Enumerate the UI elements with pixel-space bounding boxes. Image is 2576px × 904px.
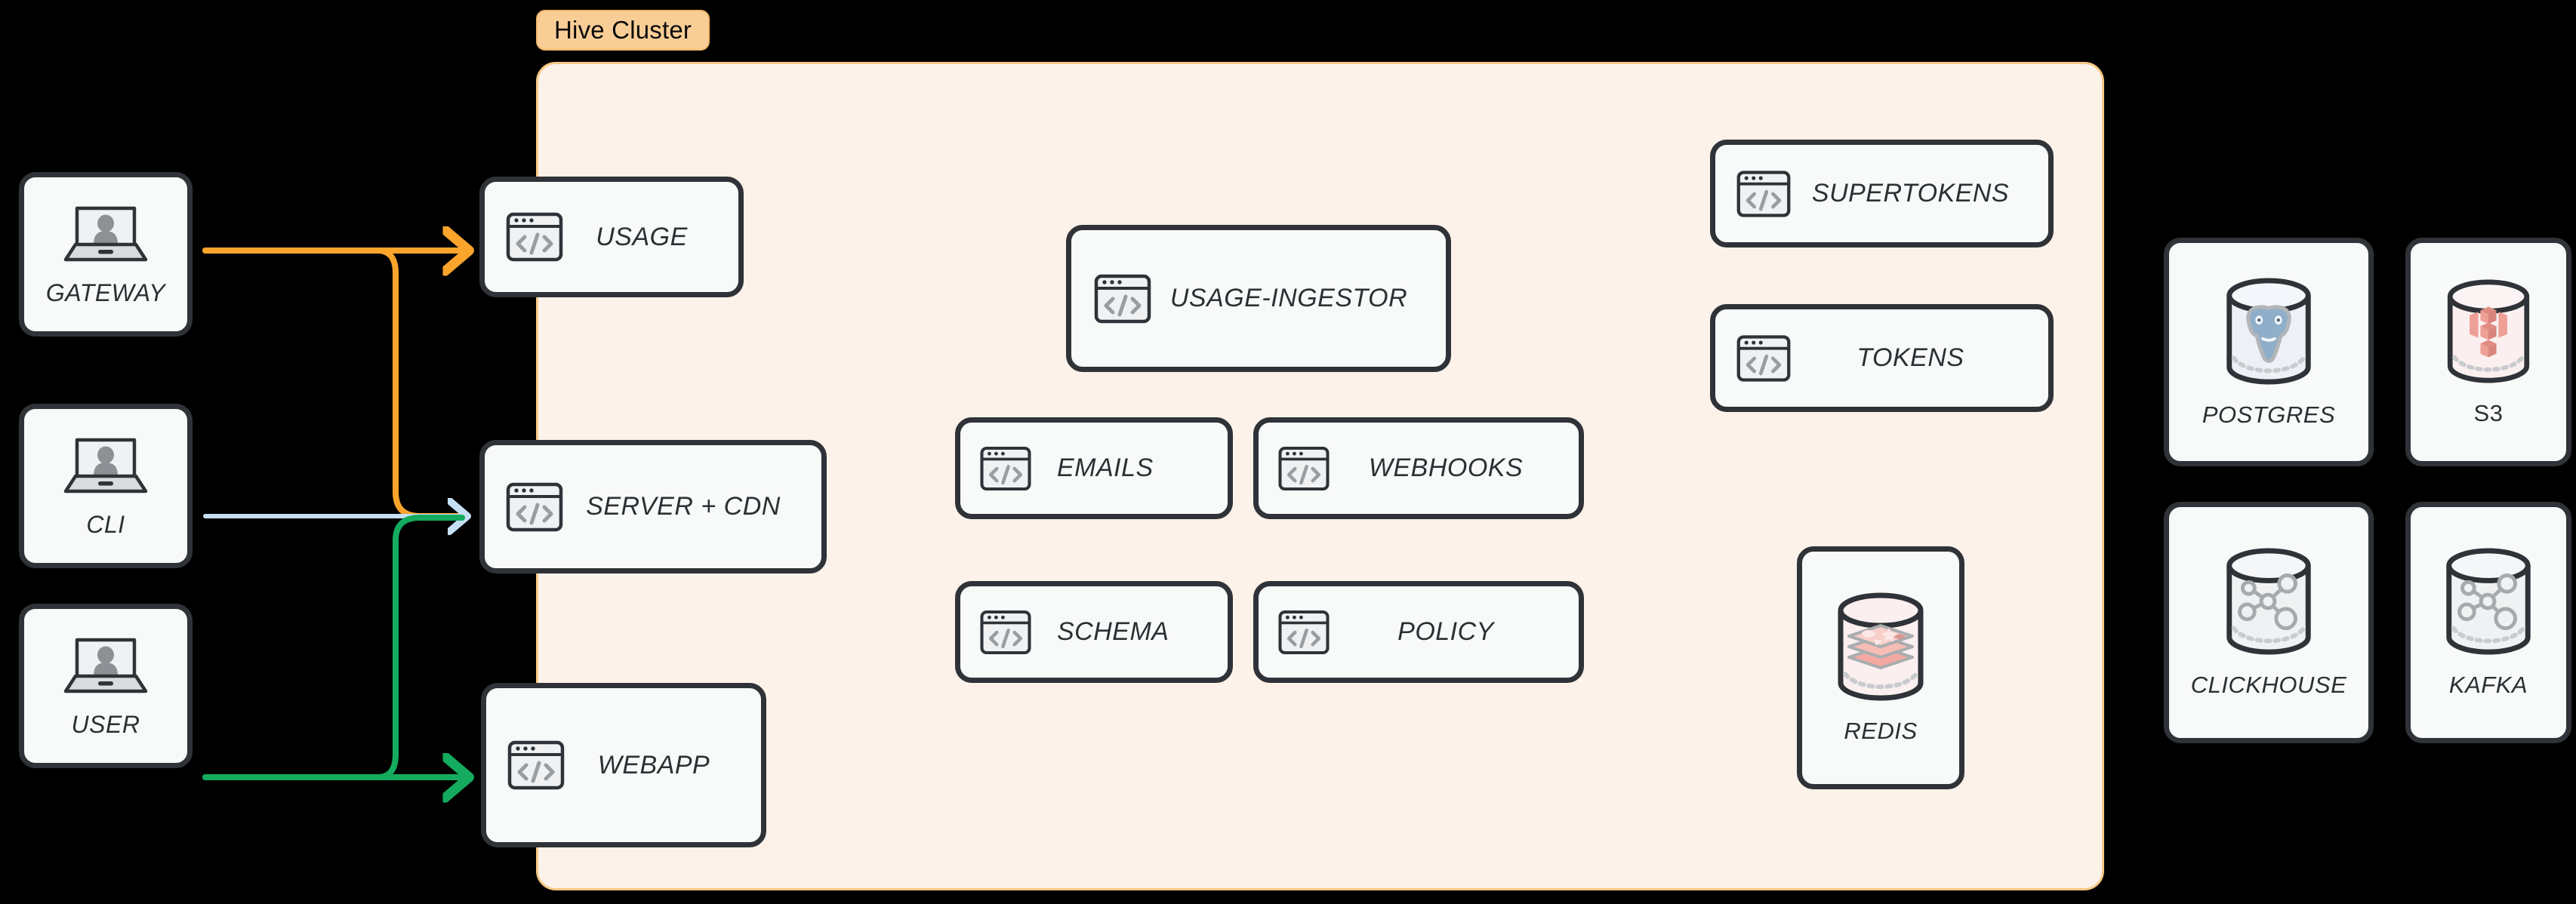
client-label-cli: CLI	[86, 510, 125, 538]
code-window-icon	[504, 207, 565, 267]
hive-cluster-badge-label: Hive Cluster	[554, 16, 692, 44]
client-card-cli[interactable]: CLI	[19, 404, 193, 568]
graph-database-icon	[2436, 546, 2541, 656]
laptop-user-icon	[60, 634, 151, 697]
service-card-server-cdn[interactable]: SERVER + CDN	[479, 440, 827, 573]
service-label-wrap: WEBHOOKS	[1331, 454, 1561, 483]
store-card-postgres[interactable]: POSTGRES	[2164, 238, 2374, 466]
service-card-schema[interactable]: SCHEMA	[955, 581, 1233, 683]
client-label-user: USER	[71, 710, 140, 738]
service-label-tokens: TOKENS	[1857, 343, 1964, 372]
service-label-wrap: SCHEMA	[1033, 617, 1209, 647]
code-window-icon	[978, 605, 1033, 660]
service-label-schema: SCHEMA	[1057, 617, 1169, 646]
redis-database-icon	[1827, 591, 1934, 703]
store-card-kafka[interactable]: KAFKA	[2405, 502, 2571, 743]
store-card-clickhouse[interactable]: CLICKHOUSE	[2164, 502, 2374, 743]
store-label-kafka: KAFKA	[2448, 672, 2528, 698]
postgres-database-icon	[2216, 276, 2322, 386]
graph-database-icon	[2216, 546, 2322, 656]
service-label-supertokens: SUPERTOKENS	[1811, 179, 2010, 208]
laptop-user-icon	[60, 434, 151, 497]
code-window-icon	[1277, 605, 1331, 660]
store-label-postgres: POSTGRES	[2202, 401, 2336, 428]
service-label-webapp: WEBAPP	[597, 750, 710, 779]
code-window-icon	[1277, 441, 1331, 496]
service-label-emails: EMAILS	[1057, 454, 1154, 482]
store-card-redis[interactable]: REDIS	[1797, 546, 1964, 789]
edge-gateway-to-server-cdn	[202, 248, 465, 519]
service-label-wrap: TOKENS	[1792, 343, 2029, 373]
service-label-policy: POLICY	[1397, 617, 1494, 646]
store-label-s3: S3	[2473, 399, 2504, 426]
service-card-usage-ingestor[interactable]: USAGE-INGESTOR	[1066, 225, 1451, 372]
hive-cluster-badge: Hive Cluster	[536, 10, 710, 51]
edge-user-to-server-cdn	[202, 515, 465, 780]
service-card-usage[interactable]: USAGE	[479, 177, 744, 297]
service-card-emails[interactable]: EMAILS	[955, 417, 1233, 519]
store-label-clickhouse: CLICKHOUSE	[2190, 672, 2347, 698]
service-label-usage-ingestor: USAGE-INGESTOR	[1169, 284, 1408, 312]
service-label-wrap: USAGE	[565, 223, 719, 252]
service-label-usage: USAGE	[596, 222, 688, 251]
code-window-icon	[1092, 269, 1153, 329]
service-label-webhooks: WEBHOOKS	[1368, 454, 1524, 482]
service-label-wrap: SERVER + CDN	[565, 492, 802, 521]
code-window-icon	[1735, 330, 1792, 387]
store-label-redis: REDIS	[1844, 718, 1918, 744]
service-label-wrap: WEBAPP	[566, 751, 741, 780]
client-card-user[interactable]: USER	[19, 604, 193, 768]
code-window-icon	[504, 477, 565, 537]
store-card-s3[interactable]: S3	[2405, 238, 2571, 466]
service-label-server-cdn: SERVER + CDN	[586, 492, 781, 521]
service-card-policy[interactable]: POLICY	[1253, 581, 1584, 683]
service-card-tokens[interactable]: TOKENS	[1710, 304, 2054, 412]
service-card-webapp[interactable]: WEBAPP	[481, 683, 766, 847]
code-window-icon	[1735, 165, 1792, 223]
s3-database-icon	[2437, 278, 2540, 385]
code-window-icon	[506, 735, 566, 795]
service-label-wrap: POLICY	[1331, 617, 1561, 647]
service-label-wrap: USAGE-INGESTOR	[1153, 284, 1425, 313]
service-card-supertokens[interactable]: SUPERTOKENS	[1710, 140, 2054, 248]
code-window-icon	[978, 441, 1033, 496]
service-card-webhooks[interactable]: WEBHOOKS	[1253, 417, 1584, 519]
client-card-gateway[interactable]: GATEWAY	[19, 172, 193, 337]
laptop-user-icon	[60, 202, 151, 266]
service-label-wrap: SUPERTOKENS	[1792, 179, 2029, 208]
client-label-gateway: GATEWAY	[45, 278, 166, 306]
service-label-wrap: EMAILS	[1033, 454, 1209, 483]
